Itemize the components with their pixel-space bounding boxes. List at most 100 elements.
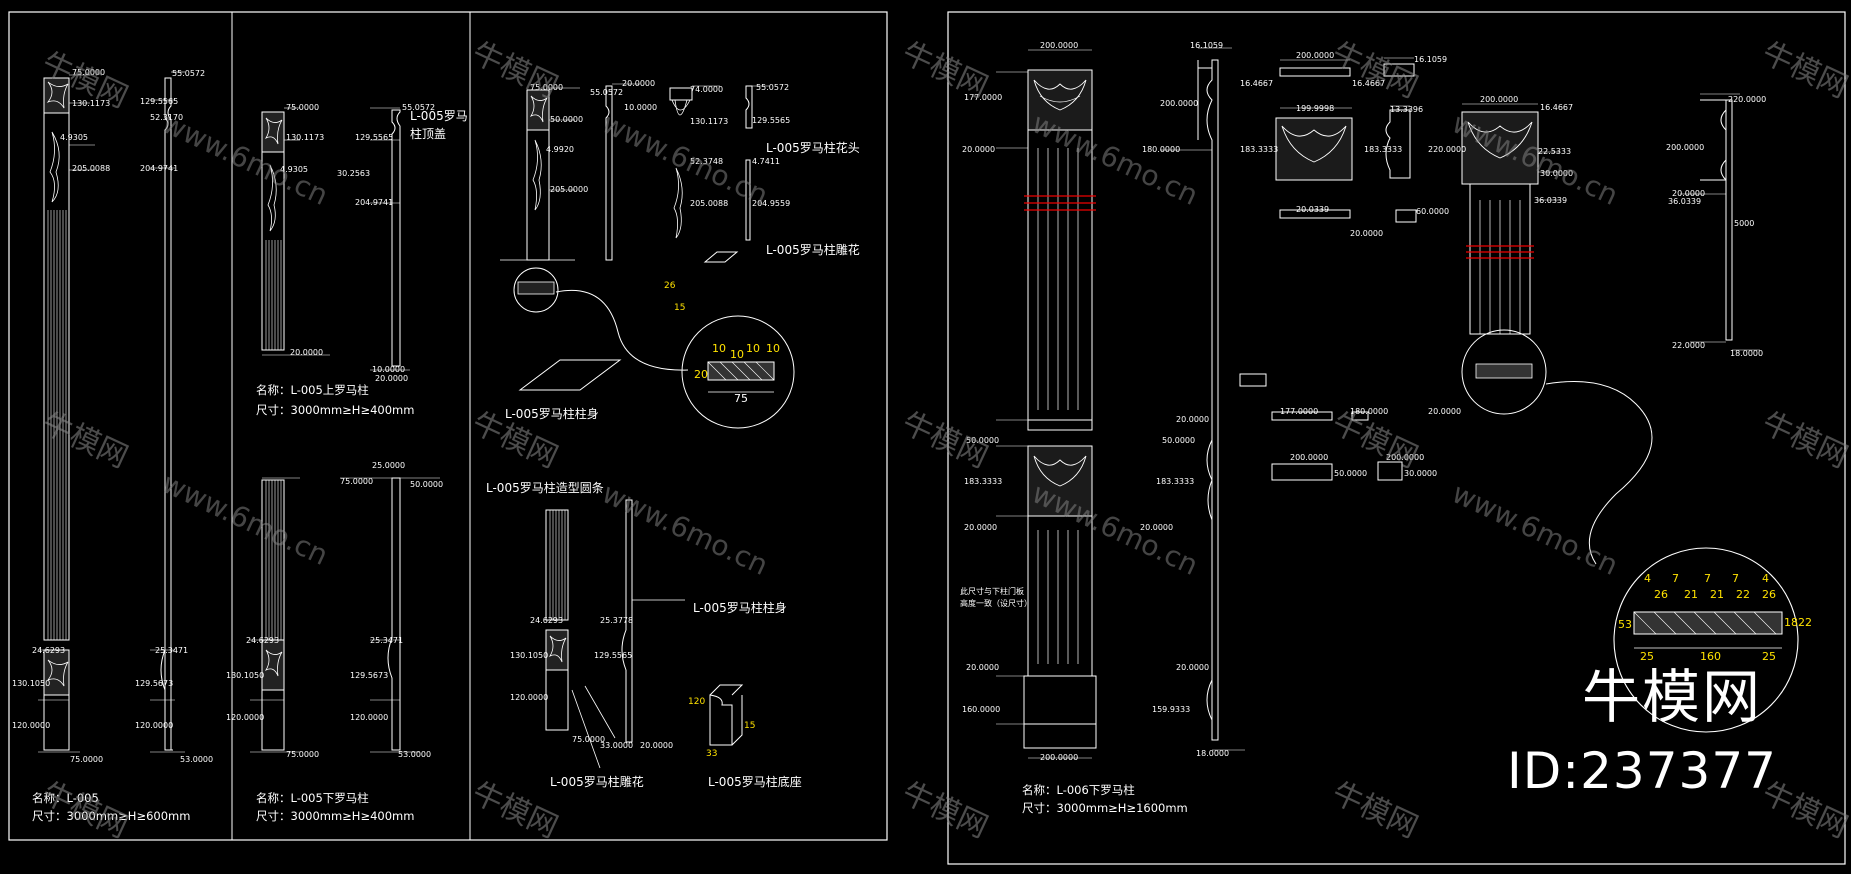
detail-dim: 26 [1654,588,1668,601]
dim: 204.9741 [140,164,178,173]
detail-dim: 22 [1798,616,1812,629]
dim: 129.5565 [752,116,790,125]
dim: 200.0000 [1386,453,1424,462]
dim: 120.0000 [510,693,548,702]
watermark-url: www.6mo.cn [157,466,333,571]
watermark: 牛模网 [37,776,133,846]
watermark-url: www.6mo.cn [157,106,333,211]
dim: 200.0000 [1040,753,1078,762]
part-size: 尺寸：3000mm≥H≥400mm [256,809,414,823]
part-name: 名称：L-005下罗马柱 [256,791,369,805]
note: 此尺寸与下柱门板 [960,586,1024,596]
dim: 120.0000 [350,713,388,722]
detail-dim: 21 [1710,588,1724,601]
dim: 5000 [1734,219,1754,228]
watermark: 牛模网 [467,776,563,846]
dim: 205.0000 [550,185,588,194]
part-name: 名称：L-005 [32,791,99,805]
dim: 50.0000 [966,436,999,445]
dim: 24.6293 [530,616,563,625]
detail-dim: 10 [712,342,726,355]
dim: 75.0000 [530,83,563,92]
dim: 25.3778 [600,616,633,625]
dim: 120.0000 [135,721,173,730]
dim: 180.0000 [1142,145,1180,154]
dim: 22.5333 [1538,147,1571,156]
dim: 129.5673 [135,679,173,688]
dim: 16.1059 [1190,41,1223,50]
dim: 130.1050 [12,679,50,688]
dim: 177.0000 [964,93,1002,102]
dim: 30.0000 [1540,169,1573,178]
dim: 75.0000 [70,755,103,764]
detail-dim: 10 [766,342,780,355]
dim: 199.9998 [1296,104,1334,113]
dim: 53.0000 [398,750,431,759]
panel-l005-full: 75.0000 55.0572 130.1173 129.5565 52.317… [12,68,213,823]
dim: 4.9305 [60,133,88,142]
dim: 183.3333 [1156,477,1194,486]
dim: 183.3333 [964,477,1002,486]
dim: 130.1173 [72,99,110,108]
dim: 30.0000 [1404,469,1437,478]
cap-label: L-005罗马 [410,109,468,123]
dim: 22.0000 [1672,341,1705,350]
dim: 55.0572 [172,69,205,78]
sheet-frame-left [8,11,888,841]
panel-l005-upper-lower: 75.0000 55.0572 130.1173 129.5565 4.9305… [226,103,468,823]
dim: 74.0000 [690,85,723,94]
dim: 18.0000 [1196,749,1229,758]
watermark-url: www.6mo.cn [597,476,773,581]
dim: 4.7411 [752,157,780,166]
dim: 55.0572 [590,88,623,97]
dim: 200.0000 [1160,99,1198,108]
dim: 75.0000 [286,750,319,759]
detail-dim: 4 [1762,572,1769,585]
detail-dim: 25 [1762,650,1776,663]
watermark-url: www.6mo.cn [1447,476,1623,581]
dim: 129.5565 [355,133,393,142]
dim: 130.1173 [690,117,728,126]
component-label: L-005罗马柱底座 [708,774,802,789]
dim: 120.0000 [226,713,264,722]
component-label: L-005罗马柱柱身 [505,406,599,421]
model-id: ID:237377 [1507,742,1777,800]
watermark: 牛模网 [1327,776,1423,846]
dim: 204.9741 [355,198,393,207]
component-label: L-005罗马柱雕花 [550,774,644,789]
dim: 33.0000 [600,741,633,750]
detail-dim: 7 [1672,572,1679,585]
dim: 30.2563 [337,169,370,178]
dim: 55.0572 [756,83,789,92]
dim: 130.1050 [510,651,548,660]
component-label: L-005罗马柱花头 [766,140,860,155]
detail-dim: 4 [1644,572,1651,585]
dim: 130.1050 [226,671,264,680]
detail-dim: 22 [1736,588,1750,601]
dim: 20.0000 [1176,663,1209,672]
dim: 10.0000 [372,365,405,374]
component-label: L-005罗马柱造型圆条 [486,480,604,495]
dim: 60.0000 [1416,207,1449,216]
dim: 52.3748 [690,157,723,166]
detail-dim: 21 [1684,588,1698,601]
dim: 204.9559 [752,199,790,208]
dim: 10.0000 [624,103,657,112]
dim: 177.0000 [1280,407,1318,416]
dim: 36.0339 [1668,197,1701,206]
part-size: 尺寸：3000mm≥H≥600mm [32,809,190,823]
dim: 25.3471 [370,636,403,645]
dim: 75.0000 [72,68,105,77]
detail-dim: 26 [1762,588,1776,601]
dim: 129.5565 [594,651,632,660]
dim: 16.4667 [1540,103,1573,112]
cap-label: 柱顶盖 [410,126,446,141]
dim: 75.0000 [340,477,373,486]
component-label: L-005罗马柱柱身 [693,600,787,615]
note: 高度一致（设尺寸） [960,598,1032,608]
dim: 25.3471 [155,646,188,655]
dim: 20.0000 [966,663,999,672]
panel-l005-components: 75.0000 20.0000 55.0572 50.0000 74.0000 … [486,79,860,789]
dim: 130.1173 [286,133,324,142]
